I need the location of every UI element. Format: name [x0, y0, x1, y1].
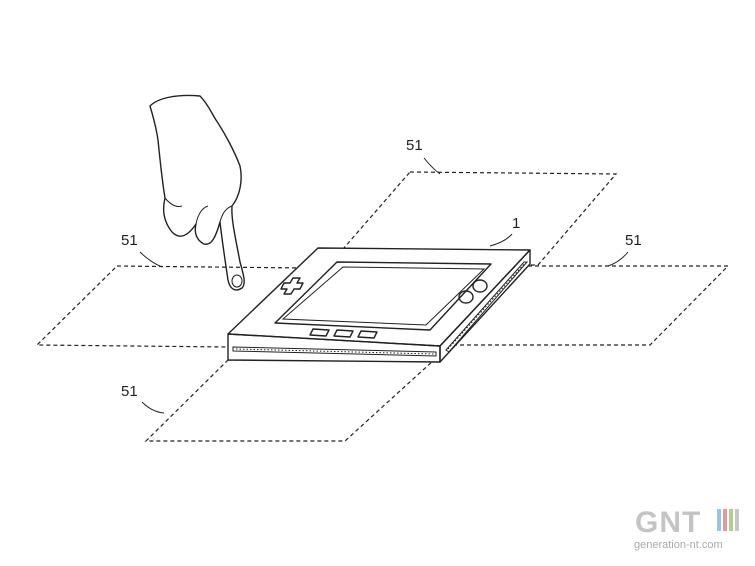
leader-top	[423, 157, 441, 175]
region-bottom	[144, 359, 436, 442]
leader-right	[607, 251, 629, 267]
handheld-device	[227, 247, 531, 363]
watermark-logo: GNT	[635, 506, 701, 539]
leader-left	[139, 251, 163, 268]
dpad-icon	[280, 277, 304, 295]
watermark: GNT generation-nt.com	[634, 506, 739, 551]
label-area-bottom: 51	[121, 383, 138, 400]
watermark-bar-3	[729, 509, 733, 531]
small-button-2	[333, 329, 354, 338]
device-right-edge	[439, 249, 531, 363]
right-sensor-strip	[445, 261, 529, 353]
watermark-bar-2	[723, 509, 727, 531]
screen	[281, 266, 486, 326]
label-area-left: 51	[121, 232, 138, 249]
front-sensor-strip	[232, 346, 437, 357]
watermark-bar-1	[717, 509, 721, 531]
leader-bottom	[141, 401, 165, 414]
round-button-a	[458, 290, 474, 304]
small-button-1	[309, 328, 330, 337]
small-button-3	[357, 330, 378, 339]
label-area-top: 51	[406, 137, 423, 154]
watermark-site: generation-nt.com	[634, 539, 723, 551]
region-top	[328, 171, 618, 266]
screen-frame	[274, 261, 492, 331]
region-left	[35, 265, 307, 348]
round-button-b	[472, 279, 488, 293]
label-area-right: 51	[625, 232, 642, 249]
leader-device	[489, 233, 513, 247]
watermark-bar-4	[735, 509, 739, 531]
label-device: 1	[512, 215, 520, 232]
pointing-hand-icon	[149, 94, 245, 291]
